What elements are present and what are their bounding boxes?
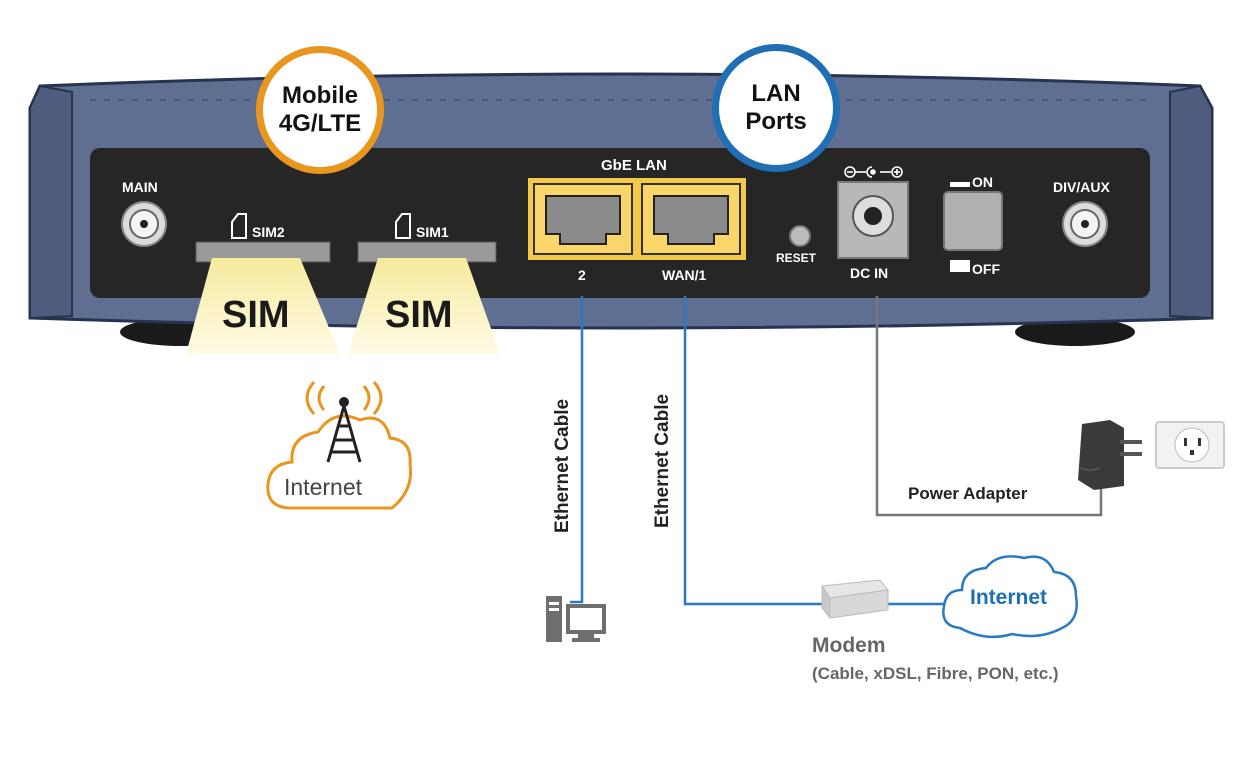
lan-ports-callout: LAN Ports — [712, 44, 840, 172]
power-cable-line — [875, 296, 1103, 517]
wall-outlet-icon — [1155, 421, 1225, 469]
sim-card-1 — [348, 258, 500, 354]
ethernet-cable-right-line — [683, 296, 822, 606]
ethernet-cable-right-label: Ethernet Cable — [652, 393, 673, 529]
reset-label: RESET — [776, 251, 817, 265]
off-label: OFF — [972, 261, 1000, 277]
main-antenna-connector-icon — [121, 201, 167, 247]
div-aux-label: DIV/AUX — [1053, 179, 1110, 195]
reset-button[interactable] — [789, 225, 811, 247]
modem-label: Modem — [812, 634, 886, 657]
power-adapter-label: Power Adapter — [908, 484, 1028, 503]
power-switch[interactable] — [943, 191, 1003, 251]
power-adapter-icon — [1078, 420, 1142, 490]
lan-callout-line1: LAN — [751, 80, 801, 107]
cellular-internet-label: Internet — [284, 474, 362, 500]
on-label: ON — [972, 174, 993, 190]
modem-sublabel: (Cable, xDSL, Fibre, PON, etc.) — [812, 664, 1059, 683]
div-aux-antenna-connector-icon — [1062, 201, 1108, 247]
switch-on-icon — [950, 182, 970, 187]
computer-icon — [546, 596, 606, 642]
lan-port-wan1[interactable] — [641, 183, 741, 255]
internet-cloud-label: Internet — [970, 586, 1048, 609]
router-foot-right — [1015, 318, 1135, 346]
mobile-callout-line1: Mobile — [282, 82, 358, 109]
sim-card-1-label: SIM — [385, 294, 453, 336]
dc-in-label: DC IN — [850, 265, 889, 281]
main-label: MAIN — [122, 179, 158, 195]
sim1-icon — [395, 213, 411, 239]
modem-icon — [821, 579, 889, 620]
dc-in-port[interactable] — [837, 181, 909, 259]
cellular-internet-cloud — [266, 414, 413, 510]
wan1-label: WAN/1 — [662, 267, 707, 283]
switch-off-icon — [950, 260, 970, 272]
sim2-label: SIM2 — [252, 224, 285, 240]
gbe-lan-label: GbE LAN — [601, 157, 667, 174]
lan-port-2[interactable] — [533, 183, 633, 255]
mobile-4g-lte-callout: Mobile 4G/LTE — [256, 46, 384, 174]
port-2-label: 2 — [578, 267, 586, 283]
cell-tower-icon — [305, 381, 383, 463]
ethernet-cable-left-line — [570, 296, 584, 604]
dc-polarity-icon — [844, 166, 903, 178]
internet-cloud — [942, 555, 1078, 639]
sim2-icon — [231, 213, 247, 239]
lan-callout-line2: Ports — [745, 108, 807, 135]
sim-card-2-label: SIM — [222, 294, 290, 336]
sim-card-2 — [186, 258, 340, 354]
sim1-label: SIM1 — [416, 224, 449, 240]
mobile-callout-line2: 4G/LTE — [278, 110, 362, 137]
ethernet-cable-left-label: Ethernet Cable — [552, 398, 573, 534]
